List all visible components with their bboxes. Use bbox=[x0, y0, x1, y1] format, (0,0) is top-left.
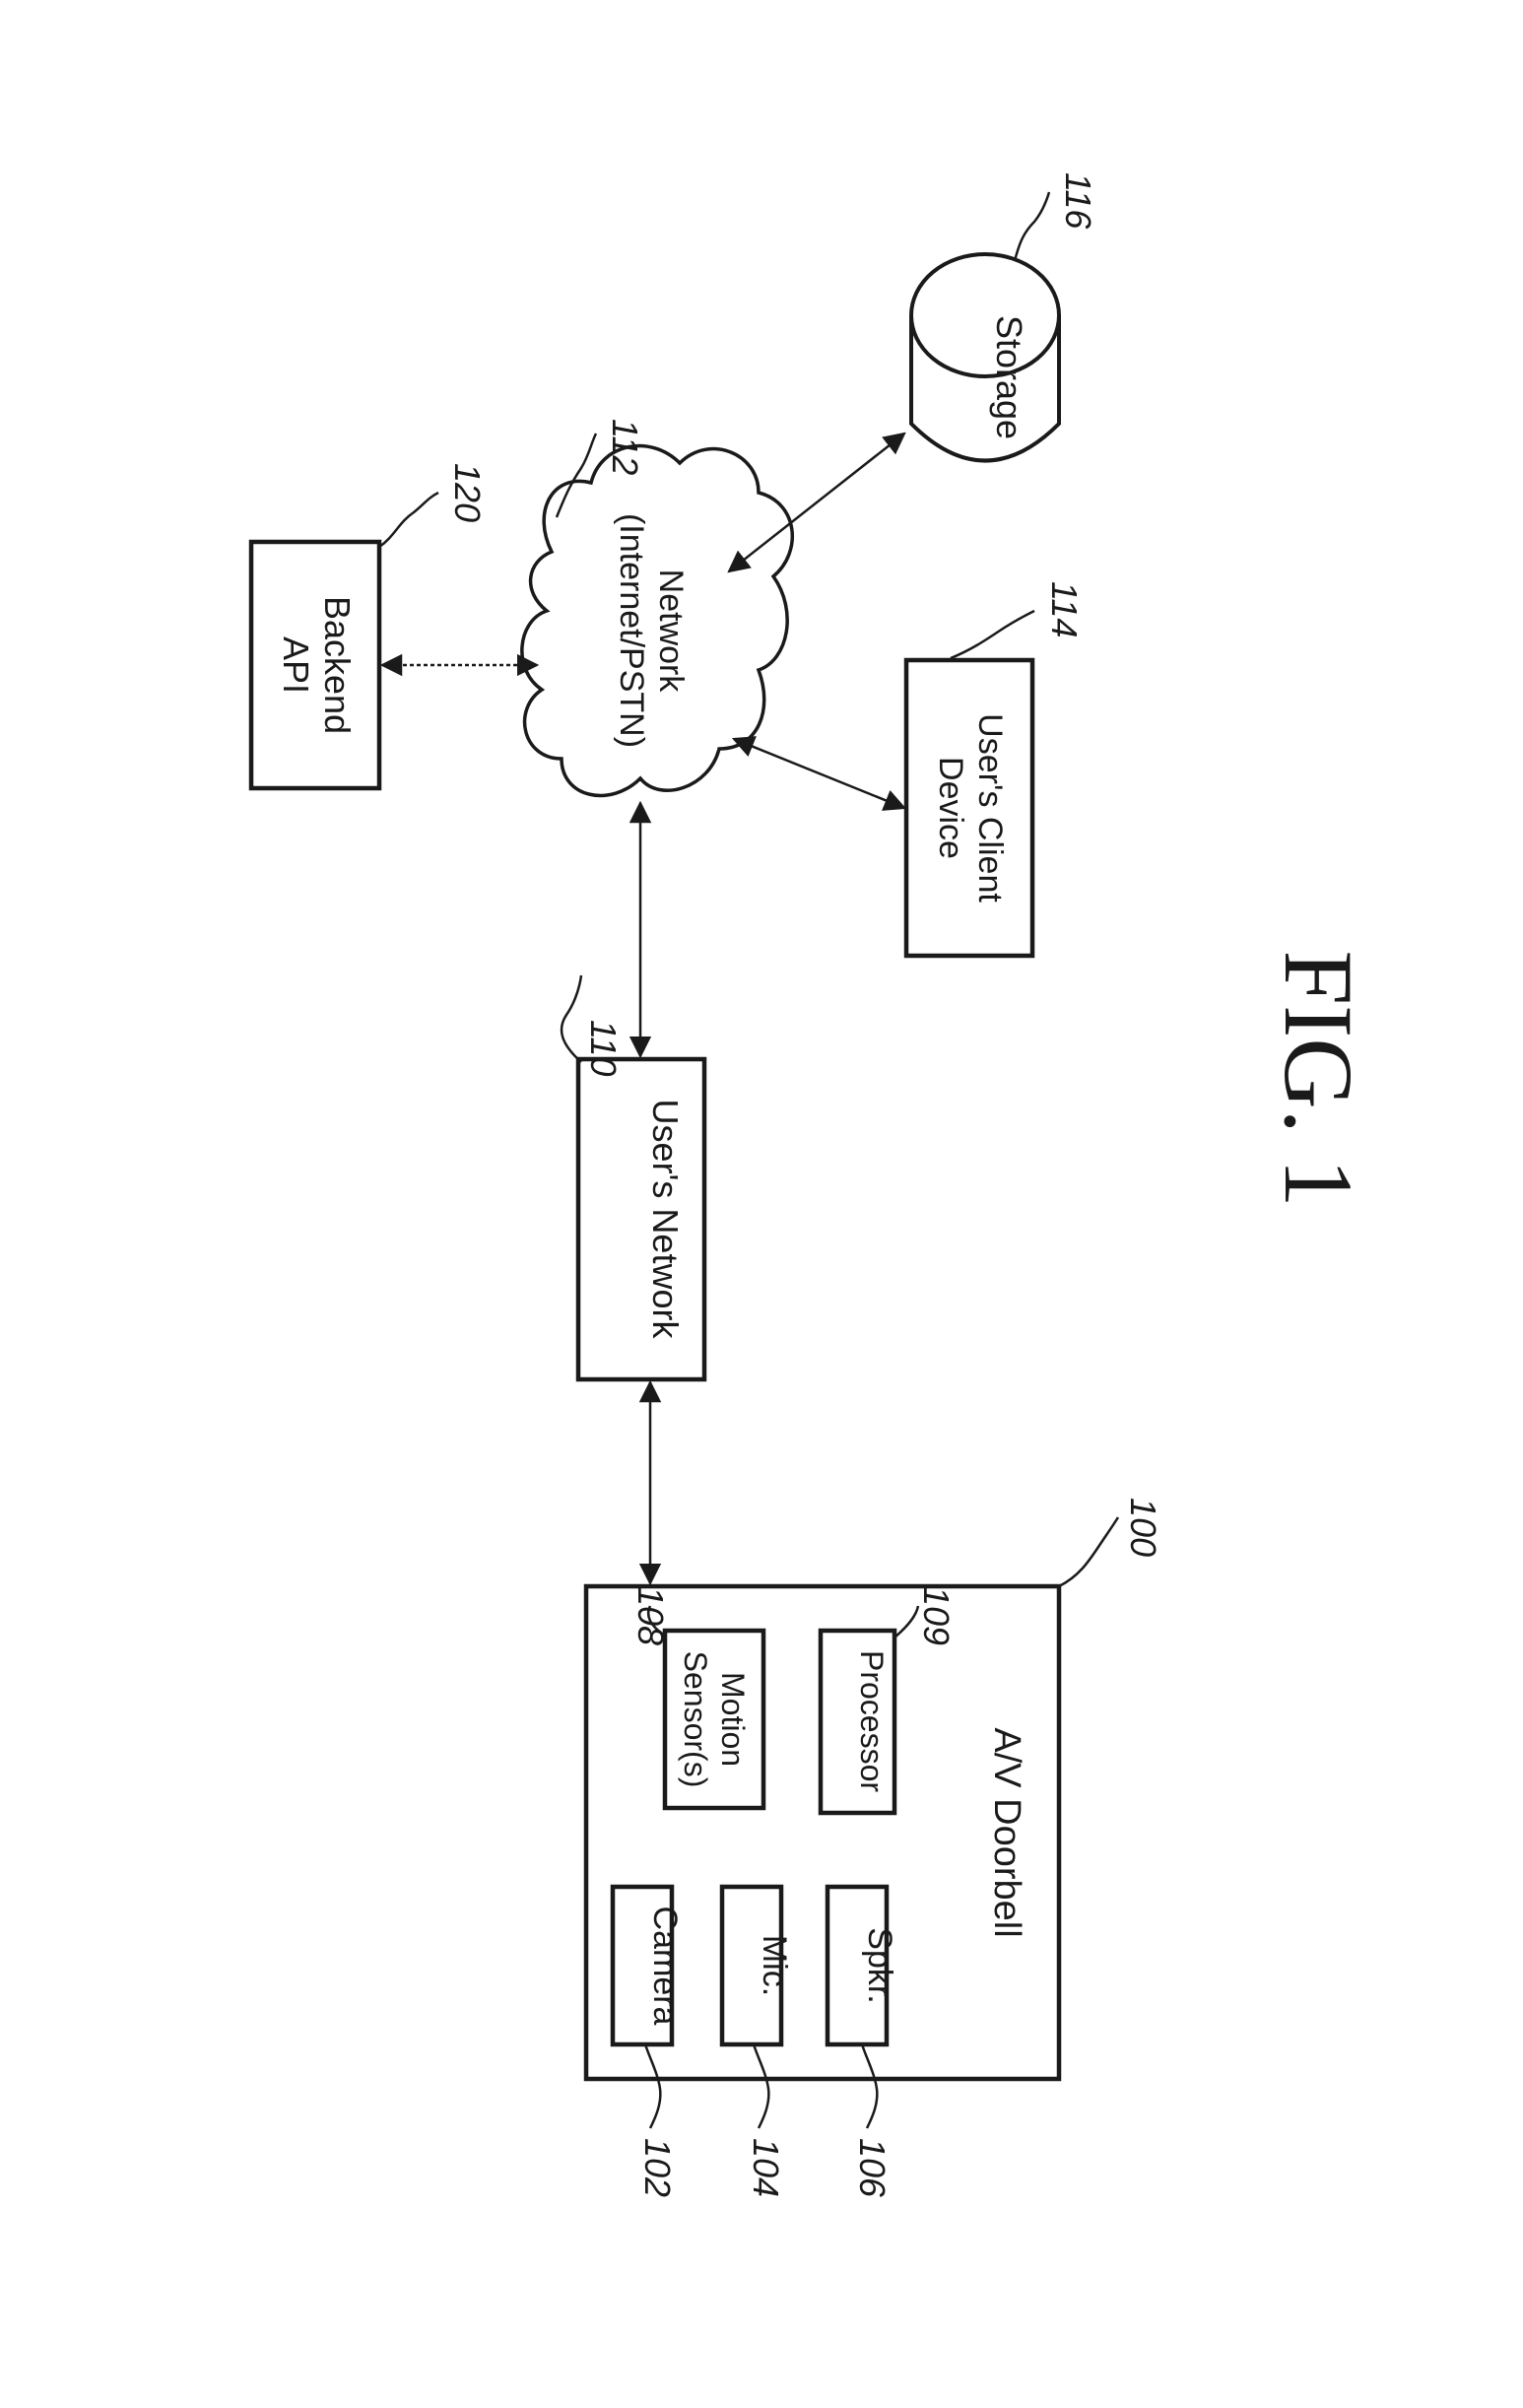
client-device-node: User's Client Device 114 bbox=[906, 581, 1085, 956]
mic-label: Mic. bbox=[756, 1935, 793, 1996]
storage-ref: 116 bbox=[1058, 172, 1098, 230]
users-network-ref: 110 bbox=[583, 1020, 624, 1076]
speaker-component: Spkr. 106 bbox=[828, 1887, 898, 2198]
storage-cylinder-top bbox=[911, 254, 1059, 376]
motion-sensor-label-line2: Sensor(s) bbox=[678, 1651, 713, 1788]
mic-component: Mic. 104 bbox=[722, 1887, 793, 2197]
backend-api-label-line1: Backend bbox=[317, 596, 358, 734]
storage-label: Storage bbox=[989, 315, 1029, 439]
users-network-node: User's Network 110 bbox=[562, 975, 704, 1379]
client-device-ref: 114 bbox=[1044, 581, 1085, 637]
network-client-connector bbox=[734, 739, 904, 808]
doorbell-ref: 100 bbox=[1123, 1498, 1163, 1557]
figure-caption: FIG. 1 bbox=[1264, 950, 1373, 1207]
storage-node: Storage 116 bbox=[911, 172, 1098, 461]
motion-sensor-ref: 108 bbox=[630, 1586, 671, 1645]
storage-leader-line bbox=[1015, 192, 1049, 261]
processor-ref: 109 bbox=[916, 1586, 957, 1645]
backend-api-node: Backend API 120 bbox=[251, 463, 488, 788]
users-network-leader-line bbox=[562, 975, 581, 1062]
camera-component: Camera 102 bbox=[613, 1887, 684, 2197]
network-label-line2: (Internet/PSTN) bbox=[613, 513, 650, 748]
speaker-ref: 106 bbox=[852, 2138, 893, 2198]
doorbell-node: A/V Doorbell 100 Camera 102 Mic. 104 Spk… bbox=[586, 1498, 1163, 2198]
processor-label: Processor bbox=[854, 1650, 890, 1792]
backend-api-ref: 120 bbox=[447, 463, 488, 522]
doorbell-leader-line bbox=[1059, 1517, 1118, 1586]
doorbell-label: A/V Doorbell bbox=[986, 1727, 1027, 1937]
backend-api-leader-line bbox=[379, 493, 438, 547]
client-device-label-line2: Device bbox=[932, 757, 969, 859]
camera-ref: 102 bbox=[637, 2138, 678, 2197]
network-label-line1: Network bbox=[652, 569, 690, 694]
motion-sensor-label-line1: Motion bbox=[715, 1672, 751, 1767]
network-ref: 112 bbox=[605, 419, 645, 475]
client-device-label-line1: User's Client bbox=[971, 713, 1009, 903]
mic-ref: 104 bbox=[746, 2138, 786, 2197]
client-device-leader-line bbox=[951, 611, 1034, 658]
speaker-label: Spkr. bbox=[861, 1927, 898, 2003]
backend-api-label-line2: API bbox=[276, 636, 316, 694]
camera-label: Camera bbox=[646, 1906, 684, 2026]
network-node: Network (Internet/PSTN) 112 bbox=[522, 419, 792, 795]
users-network-label: User's Network bbox=[645, 1100, 686, 1340]
